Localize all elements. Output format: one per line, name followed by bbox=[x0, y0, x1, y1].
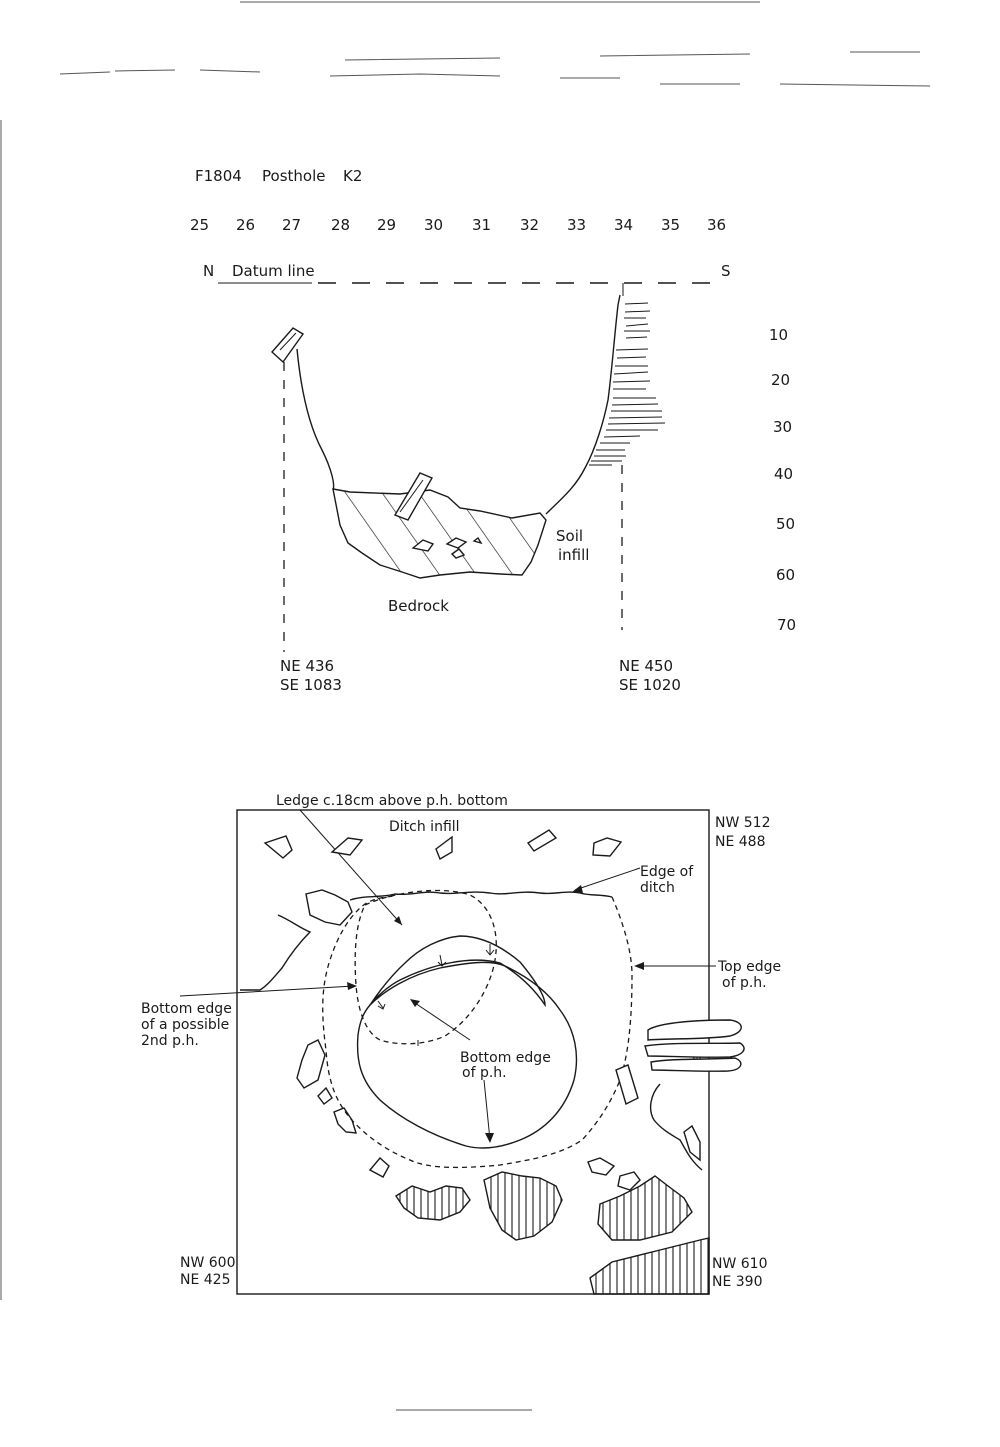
metre-label: 26 bbox=[236, 216, 255, 234]
rock-outcrop-edge bbox=[649, 1083, 703, 1171]
plan-stone bbox=[617, 1171, 641, 1191]
coord-bottom-right-nw: NW 610 bbox=[712, 1256, 768, 1272]
plan-stone bbox=[296, 1039, 326, 1089]
coord-bottom-right-ne: NE 390 bbox=[712, 1274, 763, 1290]
top-edge-ph bbox=[322, 895, 633, 1169]
metre-label: 27 bbox=[282, 216, 301, 234]
coord-left-ne: NE 436 bbox=[280, 657, 334, 675]
plan-stone bbox=[333, 1107, 357, 1134]
soil-infill-area bbox=[332, 488, 547, 579]
south-marker: S bbox=[721, 262, 731, 280]
metre-label: 33 bbox=[567, 216, 586, 234]
slope-arrows bbox=[377, 944, 702, 1063]
metre-label: 32 bbox=[520, 216, 539, 234]
infill-pebble bbox=[472, 536, 483, 545]
ledge-label: Ledge c.18cm above p.h. bottom bbox=[276, 793, 508, 809]
metre-label: 36 bbox=[707, 216, 726, 234]
bedrock-patch bbox=[483, 1171, 563, 1241]
datum-line: N Datum line S bbox=[203, 262, 731, 296]
scan-artifacts bbox=[0, 1, 931, 1411]
metre-label: 25 bbox=[190, 216, 209, 234]
bedrock-patch bbox=[395, 1185, 471, 1221]
ledge-pointer bbox=[299, 809, 403, 926]
ditch-stone bbox=[263, 835, 293, 859]
edge-of-ditch-line bbox=[349, 891, 613, 901]
metre-label: 34 bbox=[614, 216, 633, 234]
possible-2nd-ph bbox=[354, 889, 497, 1045]
bottom-edge-pointer bbox=[483, 1079, 491, 1141]
depth-label: 60 bbox=[776, 566, 795, 584]
coord-left-se: SE 1083 bbox=[280, 676, 342, 694]
metre-label: 28 bbox=[331, 216, 350, 234]
feature-area: K2 bbox=[343, 167, 362, 185]
datum-label: Datum line bbox=[232, 262, 315, 280]
bottom-edge-label-1: Bottom edge bbox=[460, 1050, 551, 1066]
plan-stone bbox=[305, 889, 353, 926]
bedrock-patch bbox=[597, 1175, 693, 1241]
depth-label: 20 bbox=[771, 371, 790, 389]
plan-stone bbox=[615, 1064, 639, 1106]
ditch-stone bbox=[592, 837, 623, 857]
edge-of-ditch-label-1: Edge of bbox=[640, 864, 694, 880]
plan-stone bbox=[368, 1156, 390, 1178]
coord-bottom-left-ne: NE 425 bbox=[180, 1272, 231, 1288]
depth-scale: 10 20 30 40 50 60 70 bbox=[769, 326, 796, 634]
plan-stone bbox=[317, 1086, 333, 1105]
coord-right-se: SE 1020 bbox=[619, 676, 681, 694]
bedrock-label: Bedrock bbox=[388, 597, 449, 615]
ditch-stone bbox=[330, 837, 364, 856]
depth-label: 10 bbox=[769, 326, 788, 344]
plan-stone bbox=[683, 1124, 701, 1162]
plan-stone bbox=[587, 1157, 616, 1176]
coord-top-right-nw: NW 512 bbox=[715, 815, 771, 831]
ditch-stone bbox=[526, 829, 558, 852]
top-edge-label-1: Top edge bbox=[717, 959, 781, 975]
second-ph-label-3: 2nd p.h. bbox=[141, 1033, 199, 1049]
depth-label: 40 bbox=[774, 465, 793, 483]
metre-scale: 25 26 27 28 29 30 31 32 33 34 35 36 bbox=[190, 216, 726, 234]
coord-bottom-left-nw: NW 600 bbox=[180, 1255, 236, 1271]
depth-label: 30 bbox=[773, 418, 792, 436]
pit-profile bbox=[296, 294, 621, 515]
top-edge-label-2: of p.h. bbox=[722, 975, 767, 991]
second-ph-label-2: of a possible bbox=[141, 1017, 229, 1033]
plan-stone bbox=[644, 1042, 745, 1058]
rock-outcrop-edge bbox=[240, 914, 312, 991]
soil-infill-label-2: infill bbox=[558, 546, 589, 564]
coord-top-right-ne: NE 488 bbox=[715, 834, 766, 850]
depth-label: 50 bbox=[776, 515, 795, 533]
second-ph-label-1: Bottom edge bbox=[141, 1001, 232, 1017]
coord-right-ne: NE 450 bbox=[619, 657, 673, 675]
metre-label: 31 bbox=[472, 216, 491, 234]
bedrock-strata bbox=[589, 302, 666, 466]
north-marker: N bbox=[203, 262, 214, 280]
depth-label: 70 bbox=[777, 616, 796, 634]
rim-stone bbox=[271, 327, 305, 364]
feature-type: Posthole bbox=[262, 167, 325, 185]
infill-stone bbox=[393, 472, 434, 521]
plan-stone bbox=[650, 1057, 742, 1072]
second-ph-pointer bbox=[179, 985, 355, 997]
section-drawing: F1804 Posthole K2 25 26 27 28 29 30 31 3… bbox=[190, 167, 796, 694]
ledge-outline bbox=[369, 935, 546, 1008]
bottom-edge-pointer bbox=[411, 1000, 471, 1041]
edge-of-ditch-pointer bbox=[574, 867, 641, 891]
plan-drawing: Ledge c.18cm above p.h. bottom Ditch inf… bbox=[141, 793, 781, 1295]
plan-stone bbox=[647, 1019, 742, 1041]
bottom-edge-ph bbox=[356, 961, 578, 1149]
bottom-edge-label-2: of p.h. bbox=[462, 1065, 507, 1081]
feature-number: F1804 bbox=[195, 167, 242, 185]
edge-of-ditch-label-2: ditch bbox=[640, 880, 675, 896]
ditch-stone bbox=[435, 835, 453, 861]
metre-label: 30 bbox=[424, 216, 443, 234]
infill-pebble bbox=[445, 537, 468, 549]
soil-infill-label-1: Soil bbox=[556, 527, 583, 545]
ditch-infill-label: Ditch infill bbox=[389, 819, 460, 835]
bedrock-patch bbox=[589, 1237, 710, 1295]
infill-pebble bbox=[411, 539, 435, 552]
infill-pebble bbox=[450, 548, 466, 559]
metre-label: 35 bbox=[661, 216, 680, 234]
metre-label: 29 bbox=[377, 216, 396, 234]
